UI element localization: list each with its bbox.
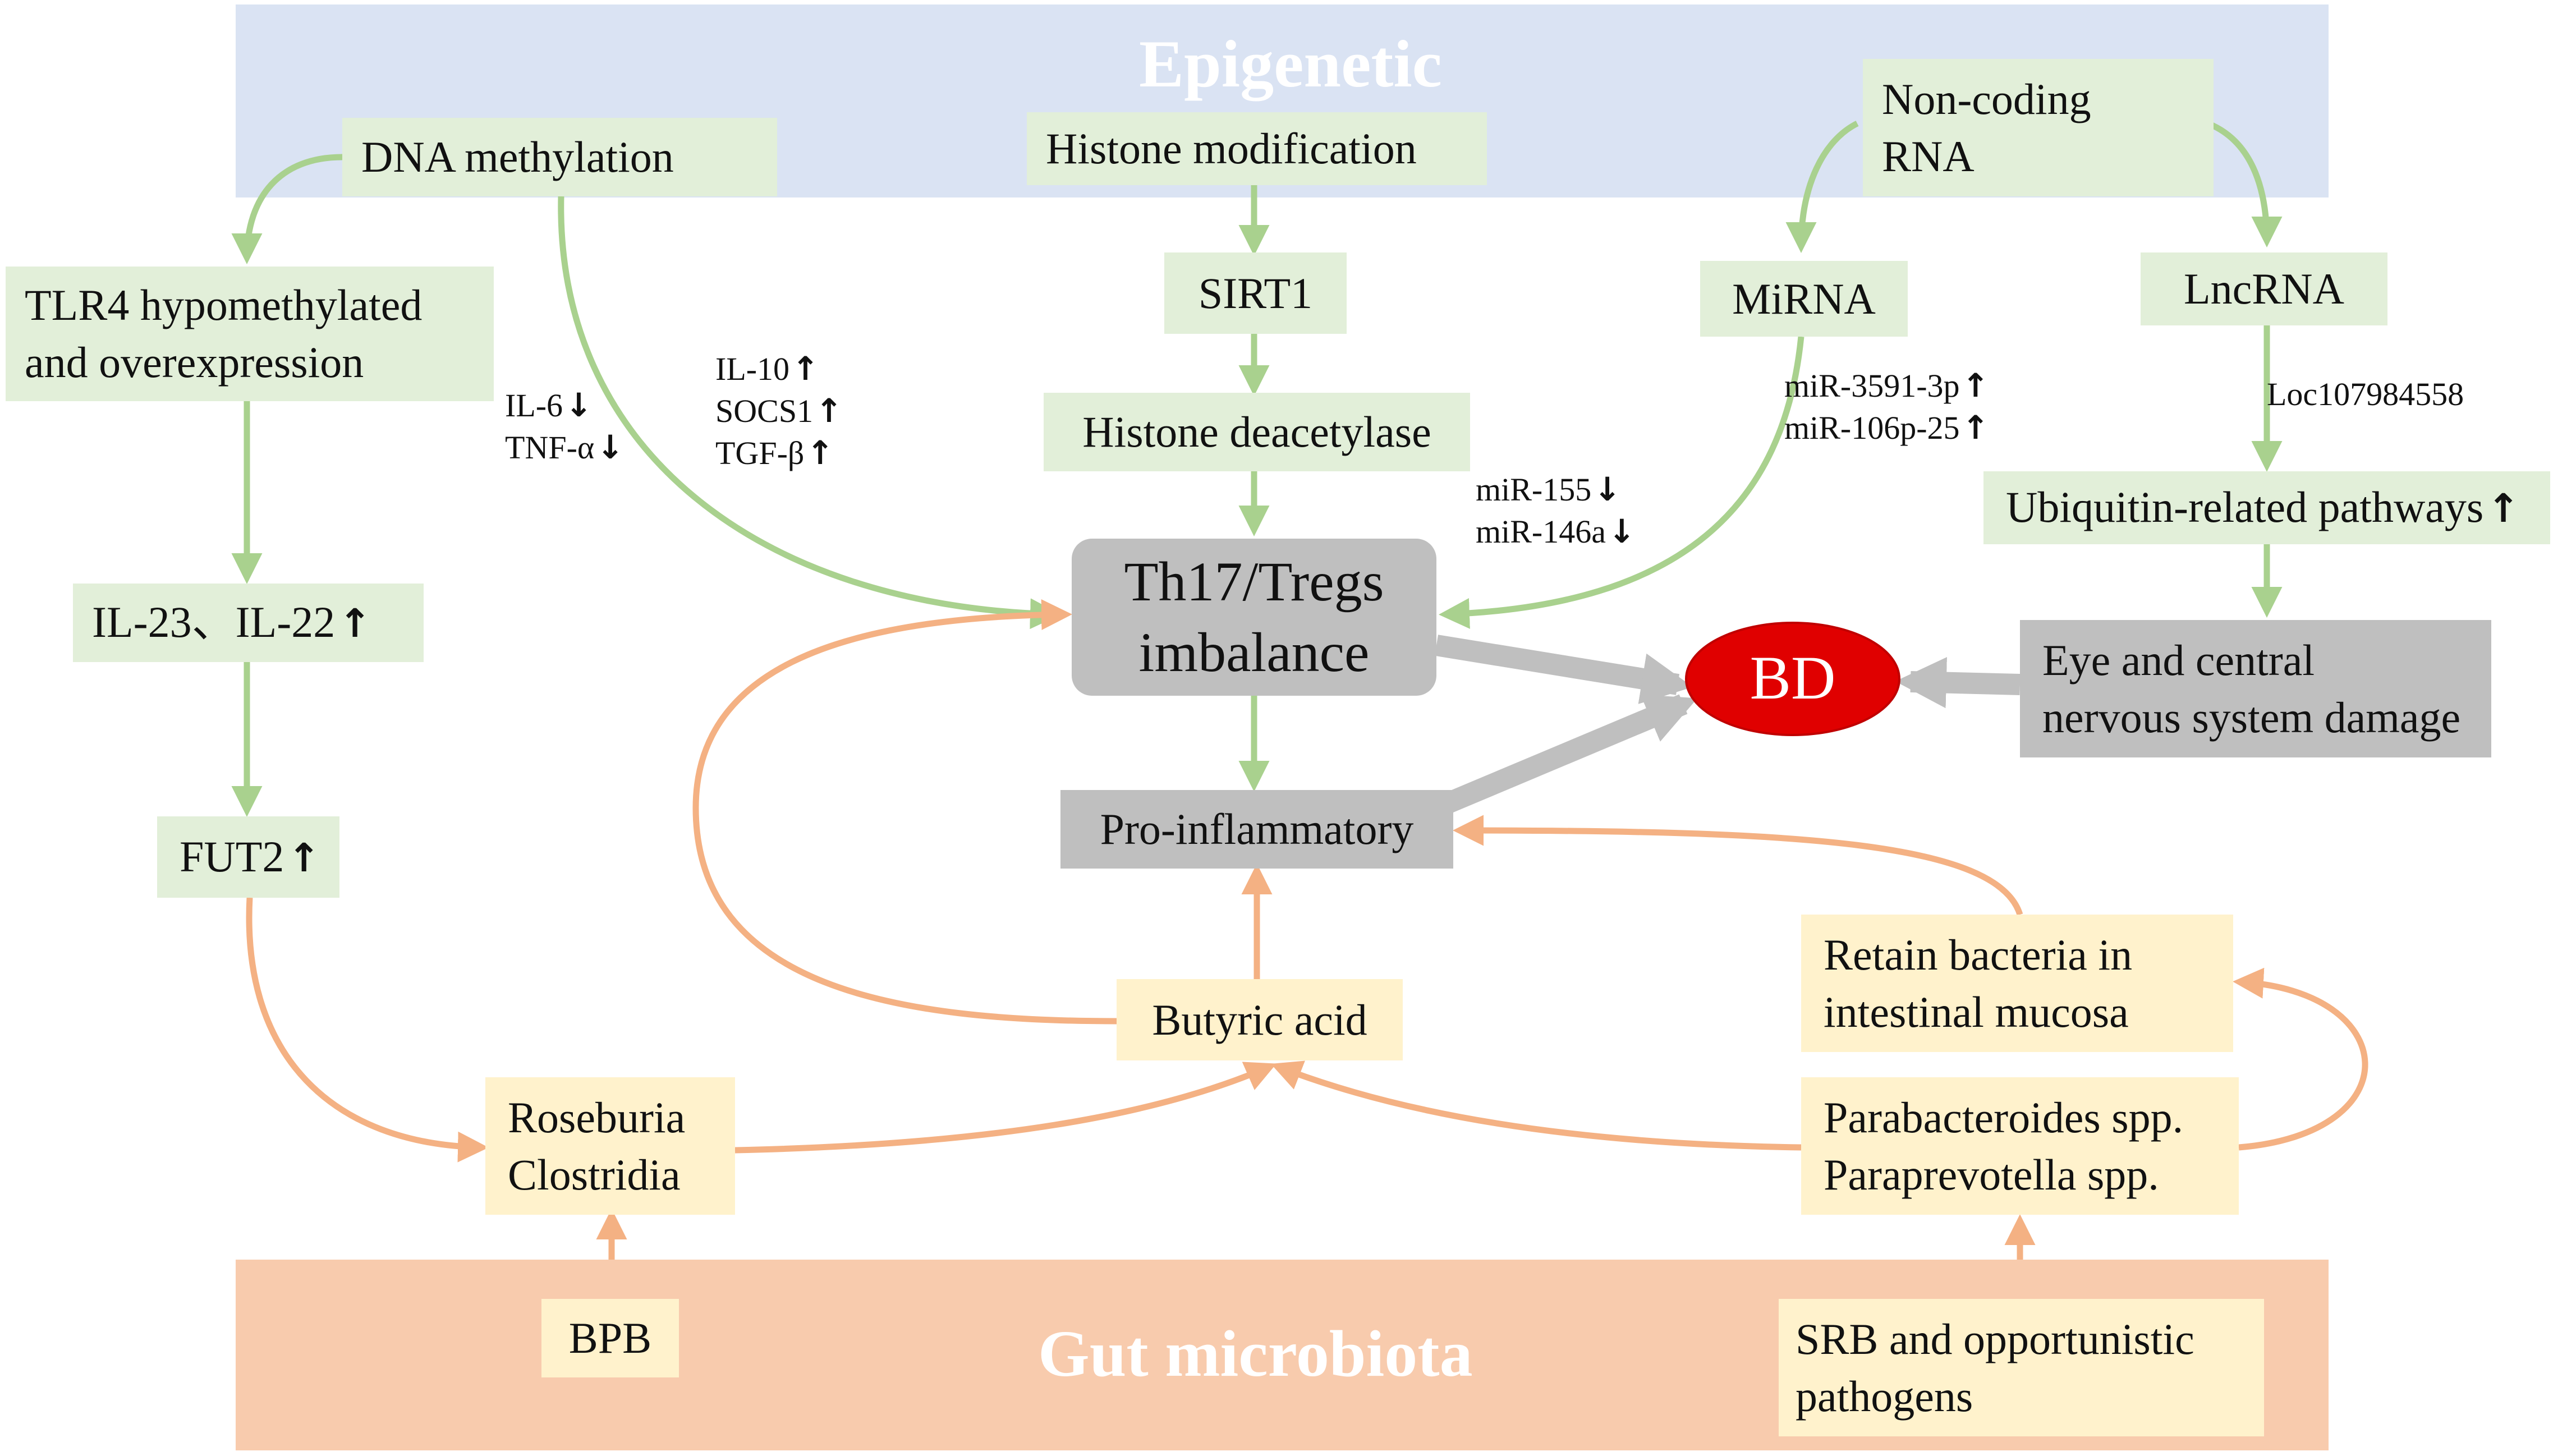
node-parabacteroides-line1: Parabacteroides spp. — [1824, 1092, 2184, 1142]
node-dna-methylation: DNA methylation — [342, 118, 777, 196]
node-lncrna-text: LncRNA — [2184, 264, 2344, 313]
note-mir106-line: miR-106p-25↑ — [1784, 408, 1990, 447]
arrow-mirna-to-th17 — [1439, 336, 1804, 629]
node-parabacteroides-line2: Paraprevotella spp. — [1824, 1150, 2159, 1199]
node-roseburia-clostridia: Roseburia Clostridia — [485, 1077, 735, 1215]
note-mir3591-line: miR-3591-3p↑ — [1784, 366, 1990, 405]
arrow-dna-methylation-to-tlr4 — [231, 154, 343, 264]
node-eye-cns: Eye and central nervous system damage — [2020, 620, 2491, 757]
node-retain-bacteria: Retain bacteria in intestinal mucosa — [1801, 915, 2233, 1052]
node-roseburia-line1: Roseburia — [508, 1092, 686, 1142]
note-il6-tnf: IL-6↓ TNF-α↓ — [505, 384, 624, 469]
node-ubiquitin: Ubiquitin-related pathways↑ — [1983, 471, 2550, 544]
epigenetic-band-title: Epigenetic — [1139, 26, 1442, 101]
node-fut2-text: FUT2↑ — [180, 832, 321, 881]
node-th17-line1: Th17/Tregs — [1124, 550, 1384, 613]
note-il10-socs1-tgf: IL-10↑ SOCS1↑ TGF-β↑ — [715, 348, 843, 474]
node-pro-inflammatory: Pro-inflammatory — [1060, 790, 1453, 869]
arrow-parabacteroides-to-retain — [2233, 967, 2368, 1151]
note-mir155: miR-155↓ miR-146a↓ — [1476, 469, 1636, 553]
note-mir146a-line: miR-146a↓ — [1476, 512, 1636, 550]
node-parabacteroides: Parabacteroides spp. Paraprevotella spp. — [1801, 1077, 2239, 1215]
arrow-retain-to-pro-inflammatory — [1453, 815, 2023, 916]
note-il6: IL-6↓ — [505, 386, 593, 424]
node-th17-line2: imbalance — [1138, 621, 1370, 683]
arrow-eye-cns-to-bd — [1895, 657, 2021, 709]
note-il10: IL-10↑ — [715, 350, 819, 388]
node-noncoding-rna-line2: RNA — [1882, 131, 1975, 181]
node-retain-bacteria-line1: Retain bacteria in — [1824, 930, 2133, 979]
node-tlr4: TLR4 hypomethylated and overexpression — [6, 267, 494, 401]
node-fut2: FUT2↑ — [157, 816, 339, 898]
down-arrow-icon: ↓ — [596, 428, 624, 466]
node-butyric-acid-text: Butyric acid — [1152, 995, 1367, 1044]
arrow-th17-to-bd — [1434, 635, 1693, 704]
up-arrow-icon: ↑ — [806, 434, 834, 472]
grey-arrows — [1432, 635, 2021, 818]
arrow-noncoding-to-lncrna — [2206, 120, 2283, 247]
node-noncoding-rna-line1: Non-coding — [1882, 74, 2091, 123]
arrow-fut2-to-roseburia — [246, 897, 489, 1163]
node-roseburia-line2: Clostridia — [508, 1150, 681, 1199]
down-arrow-icon: ↓ — [1594, 470, 1621, 508]
node-eye-cns-line2: nervous system damage — [2042, 692, 2461, 742]
node-tlr4-line2: and overexpression — [25, 338, 364, 387]
node-il23-text: IL-23、IL-22↑ — [92, 598, 371, 646]
up-arrow-icon: ↑ — [338, 600, 371, 646]
green-arrows — [231, 120, 2283, 817]
note-tnf: TNF-α↓ — [505, 428, 624, 466]
note-mir155-line: miR-155↓ — [1476, 470, 1621, 508]
up-arrow-icon: ↑ — [1962, 408, 1990, 447]
node-srb-line1: SRB and opportunistic — [1796, 1314, 2194, 1363]
node-dna-methylation-text: DNA methylation — [361, 132, 674, 181]
node-noncoding-rna: Non-coding RNA — [1863, 59, 2214, 196]
node-eye-cns-line1: Eye and central — [2042, 635, 2315, 685]
node-il23-il22: IL-23、IL-22↑ — [73, 584, 424, 662]
node-histone-modification-text: Histone modification — [1046, 124, 1417, 173]
down-arrow-icon: ↓ — [565, 386, 593, 424]
up-arrow-icon: ↑ — [287, 834, 321, 881]
node-srb-line2: pathogens — [1796, 1371, 1973, 1421]
orange-arrows — [246, 599, 2368, 1260]
node-butyric-acid: Butyric acid — [1117, 979, 1403, 1060]
up-arrow-icon: ↑ — [2487, 485, 2520, 531]
down-arrow-icon: ↓ — [1608, 512, 1636, 550]
up-arrow-icon: ↑ — [1962, 366, 1990, 405]
node-lncrna: LncRNA — [2141, 252, 2387, 325]
node-retain-bacteria-line2: intestinal mucosa — [1824, 987, 2129, 1036]
node-sirt1-text: SIRT1 — [1198, 268, 1313, 318]
node-histone-deacetylase-text: Histone deacetylase — [1082, 407, 1431, 456]
arrow-dna-methylation-to-th17 — [558, 196, 1061, 630]
node-th17-tregs: Th17/Tregs imbalance — [1072, 539, 1436, 696]
up-arrow-icon: ↑ — [815, 392, 843, 430]
node-bpb-text: BPB — [568, 1313, 652, 1362]
bd-ellipse — [1685, 622, 1900, 736]
node-ubiquitin-text: Ubiquitin-related pathways↑ — [2006, 483, 2520, 531]
note-tgf: TGF-β↑ — [715, 434, 834, 472]
node-mirna: MiRNA — [1700, 261, 1908, 337]
arrow-parabacteroides-to-butyric — [1270, 1060, 1802, 1151]
arrow-noncoding-to-mirna — [1785, 121, 1859, 253]
node-sirt1: SIRT1 — [1164, 252, 1347, 334]
node-histone-modification: Histone modification — [1027, 112, 1487, 185]
up-arrow-icon: ↑ — [792, 350, 819, 388]
node-srb: SRB and opportunistic pathogens — [1779, 1299, 2264, 1436]
node-mirna-text: MiRNA — [1732, 274, 1876, 323]
bd-label: BD — [1750, 644, 1836, 712]
node-bpb: BPB — [541, 1299, 679, 1377]
arrow-butyric-to-th17 — [692, 599, 1117, 1025]
node-tlr4-line1: TLR4 hypomethylated — [25, 281, 423, 329]
gut-microbiota-band-title: Gut microbiota — [1038, 1317, 1473, 1390]
node-pro-inflammatory-text: Pro-inflammatory — [1100, 805, 1414, 853]
note-loc107984558: Loc107984558 — [2267, 376, 2464, 412]
node-histone-deacetylase: Histone deacetylase — [1044, 393, 1470, 471]
arrow-roseburia-to-butyric — [734, 1062, 1277, 1154]
arrow-pro-inflammatory-to-bd — [1432, 694, 1698, 818]
note-mir3591: miR-3591-3p↑ miR-106p-25↑ — [1784, 365, 1989, 449]
note-socs1: SOCS1↑ — [715, 392, 843, 430]
